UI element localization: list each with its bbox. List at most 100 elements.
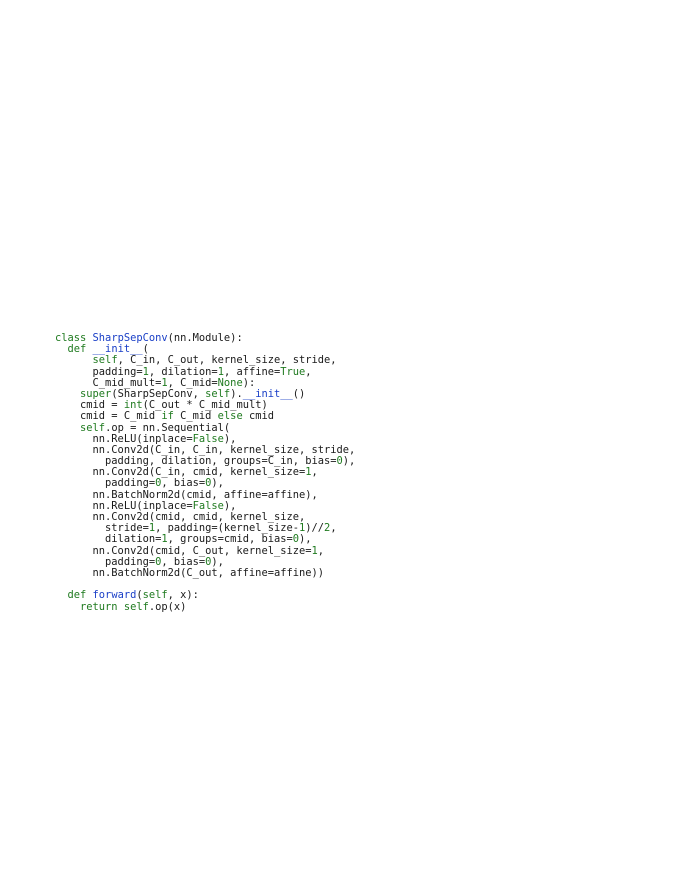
code-token: , bias= — [161, 555, 206, 568]
code-token: 1 — [161, 533, 168, 546]
code-line: nn.ReLU(inplace=False), — [55, 432, 355, 445]
code-token: ), — [342, 455, 356, 468]
code-line: self, C_in, C_out, kernel_size, stride, — [55, 355, 355, 366]
code-token: None — [217, 376, 243, 389]
code-token: dilation= — [55, 533, 162, 546]
code-line: C_mid_mult=1, C_mid=None): — [55, 376, 355, 389]
code-line: nn.Conv2d(cmid, cmid, kernel_size, — [55, 511, 355, 523]
code-token: 0 — [292, 533, 300, 546]
code-line: cmid = int(C_out * C_mid_mult) — [55, 400, 355, 411]
code-line: padding, dilation, groups=C_in, bias=0), — [55, 455, 356, 468]
code-token: , — [330, 522, 337, 535]
code-token: , C_mid= — [167, 376, 218, 389]
code-token: ), — [211, 555, 224, 568]
code-token: self — [80, 421, 106, 434]
code-line: nn.ReLU(inplace=False), — [55, 499, 355, 512]
code-token — [55, 354, 93, 366]
code-token: () — [292, 387, 306, 400]
code-token: self — [92, 354, 118, 367]
code-token: , — [317, 544, 325, 557]
code-token: False — [192, 432, 224, 445]
code-token: padding= — [55, 555, 156, 568]
code-token: stride= — [55, 522, 149, 535]
code-token: cmid = — [55, 399, 124, 412]
code-token — [55, 422, 80, 434]
code-token: 1 — [305, 466, 312, 479]
code-token: int — [123, 399, 143, 412]
code-token: , bias= — [161, 477, 206, 490]
code-token: False — [192, 499, 224, 512]
code-token: nn.Conv2d(C_in, cmid, kernel_size= — [55, 466, 306, 479]
code-token: (SharpSepConv, — [111, 387, 206, 400]
code-token: ), — [223, 499, 237, 512]
code-token: else — [217, 410, 243, 423]
code-token: )// — [305, 522, 325, 535]
code-token: nn.BatchNorm2d(C_out, affine=affine)) — [55, 566, 324, 579]
code-token: return — [80, 600, 124, 613]
code-line: super(SharpSepConv, self).__init__() — [55, 387, 355, 400]
code-token — [55, 343, 68, 355]
code-line: class SharpSepConv(nn.Module): — [55, 332, 355, 344]
code-token: ), — [299, 533, 312, 546]
code-line: return self.op(x) — [55, 600, 355, 613]
code-token: 1 — [161, 376, 168, 389]
code-token: forward — [92, 589, 137, 602]
code-token: ), — [223, 432, 237, 445]
code-token: padding= — [55, 477, 156, 490]
code-token: , C_in, C_out, kernel_size, stride, — [117, 354, 337, 367]
code-line: cmid = C_mid if C_mid else cmid — [55, 411, 355, 422]
code-token: 0 — [205, 555, 212, 568]
code-token: , dilation= — [148, 365, 218, 378]
code-token: nn.ReLU(inplace= — [55, 499, 193, 512]
code-line: stride=1, padding=(kernel_size-1)//2, — [55, 523, 355, 534]
code-token: if — [161, 410, 174, 423]
code-listing: class SharpSepConv(nn.Module): def __ini… — [55, 332, 356, 613]
code-token: ( — [136, 589, 143, 602]
code-token: padding= — [55, 365, 143, 378]
code-line: nn.Conv2d(C_in, cmid, kernel_size=1, — [55, 467, 355, 478]
code-token: nn.Conv2d(cmid, C_out, kernel_size= — [55, 544, 312, 557]
code-token: ): — [242, 376, 256, 389]
code-token: super — [80, 387, 112, 400]
code-token: 0 — [155, 555, 162, 568]
code-token: class — [55, 332, 93, 344]
code-token: cmid = C_mid — [55, 410, 162, 423]
code-token: ( — [142, 343, 149, 356]
code-line: self.op = nn.Sequential( — [55, 421, 355, 434]
code-token: 0 — [205, 477, 212, 490]
code-line: dilation=1, groups=cmid, bias=0), — [55, 534, 355, 545]
code-line: nn.Conv2d(cmid, C_out, kernel_size=1, — [55, 544, 355, 557]
code-line: def forward(self, x): — [55, 590, 355, 601]
code-token: 0 — [336, 455, 343, 468]
code-token: __init__ — [242, 387, 293, 400]
code-line: nn.BatchNorm2d(cmid, affine=affine), — [55, 488, 355, 501]
code-token: C_mid_mult= — [55, 376, 162, 389]
code-token: nn.Conv2d(cmid, cmid, kernel_size, — [55, 511, 306, 523]
code-line: padding=0, bias=0), — [55, 478, 355, 489]
code-token: def — [67, 589, 93, 602]
code-token — [55, 589, 68, 601]
code-token: def — [67, 343, 93, 356]
code-token: , — [311, 466, 318, 479]
code-token: nn.Conv2d(C_in, C_in, kernel_size, strid… — [55, 443, 356, 456]
code-line: nn.BatchNorm2d(C_out, affine=affine)) — [55, 566, 355, 579]
code-token: , affine= — [223, 365, 281, 378]
code-token: self — [142, 589, 168, 602]
code-token: .op = nn.Sequential( — [105, 421, 231, 434]
code-line: def __init__( — [55, 344, 355, 355]
code-token: 1 — [142, 365, 149, 378]
code-token: 1 — [217, 365, 224, 378]
code-token: __init__ — [92, 343, 143, 356]
code-line: nn.Conv2d(C_in, C_in, kernel_size, strid… — [55, 443, 356, 456]
code-line: padding=1, dilation=1, affine=True, — [55, 365, 355, 378]
code-token: , padding=(kernel_size- — [155, 522, 299, 535]
code-token: 1 — [311, 544, 318, 557]
code-token: (C_out * C_mid_mult) — [142, 399, 268, 412]
code-token — [55, 388, 80, 400]
code-token: cmid — [242, 410, 274, 423]
code-token: ), — [211, 477, 224, 490]
code-token: , x): — [167, 589, 199, 602]
code-token: self — [205, 387, 231, 400]
code-token: ). — [230, 387, 243, 400]
code-token: nn.BatchNorm2d(cmid, affine=affine), — [55, 488, 318, 501]
